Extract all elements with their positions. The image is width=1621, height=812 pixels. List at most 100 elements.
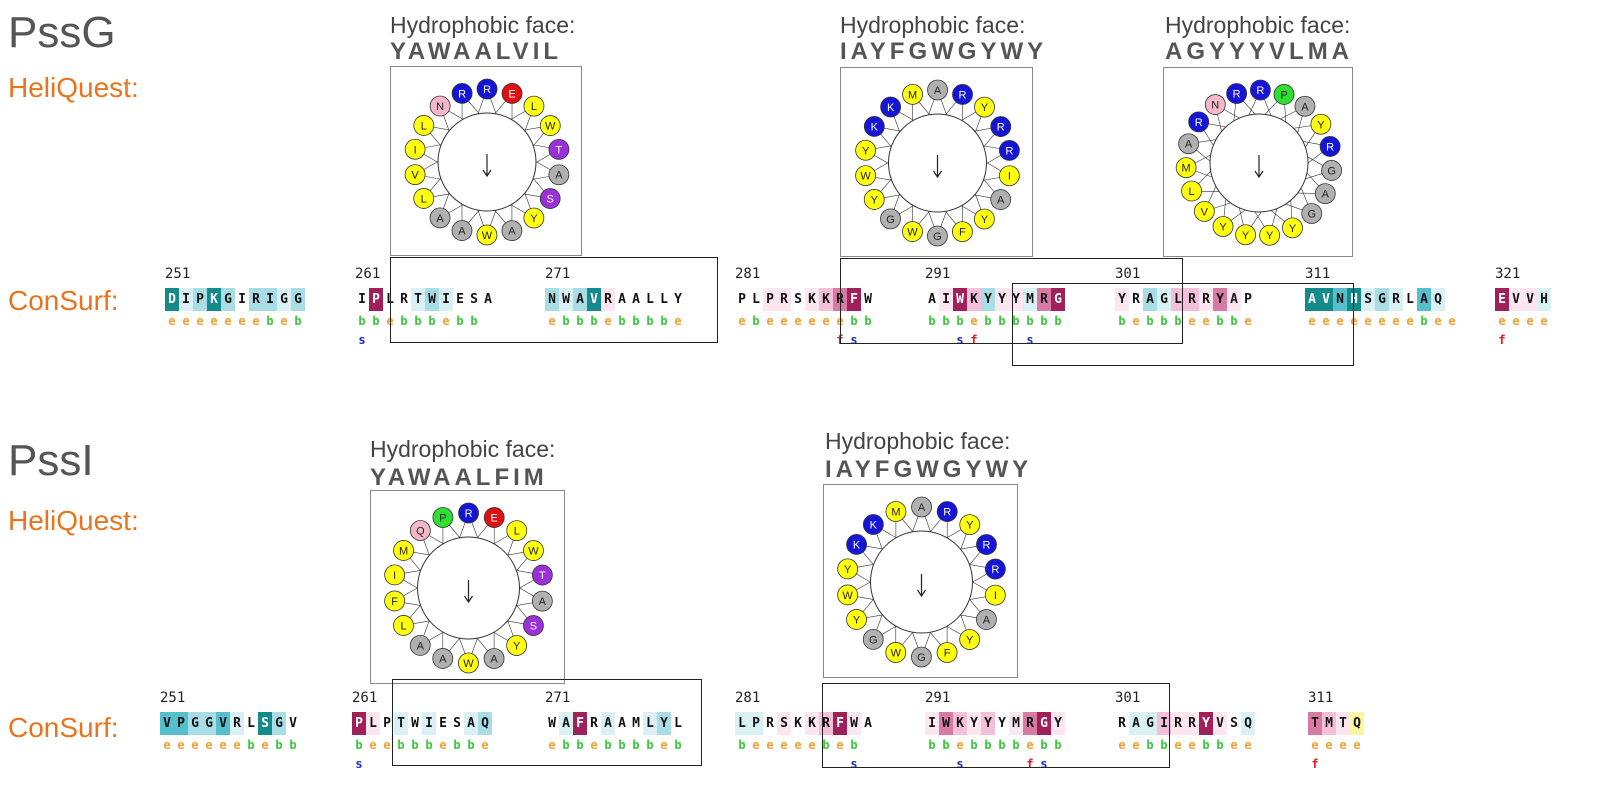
function-code [1199, 756, 1213, 773]
residue: R [1389, 288, 1403, 311]
residue: Y [1115, 288, 1129, 311]
function-code [763, 756, 777, 773]
function-code [235, 332, 249, 349]
residue: S [791, 288, 805, 311]
residue: G [202, 712, 216, 735]
wheel-residue: E [501, 83, 523, 104]
svg-text:Y: Y [1317, 119, 1325, 131]
exposure-code: b [470, 314, 478, 328]
residue: A [1129, 712, 1143, 735]
function-code [1403, 332, 1417, 349]
exposure-code: b [970, 738, 978, 752]
exposure-code: b [1146, 738, 1154, 752]
exposure-code: b [275, 738, 283, 752]
function-code [286, 756, 300, 773]
residue: Y [1051, 712, 1065, 735]
residue: G [1037, 712, 1051, 735]
wheel-residue: R [451, 82, 473, 104]
exposure-code: b [956, 314, 964, 328]
exposure-code: e [1118, 738, 1126, 752]
residue: R [1037, 288, 1051, 311]
function-code: f [970, 333, 978, 347]
residue: H [1537, 288, 1551, 311]
function-code [1185, 756, 1199, 773]
svg-text:E: E [508, 88, 515, 100]
wheel-residue: M [902, 83, 923, 105]
residue: I [939, 288, 953, 311]
residue: Y [1213, 288, 1227, 311]
wheel-residue: I [998, 165, 1020, 187]
wheel-residue: I [384, 564, 406, 586]
exposure-code: b [453, 738, 461, 752]
residue: R [1171, 712, 1185, 735]
wheel-residue: M [1175, 157, 1197, 179]
residue: F [573, 712, 587, 735]
svg-text:S: S [547, 194, 554, 206]
svg-text:A: A [439, 653, 447, 665]
exposure-code: b [864, 314, 872, 328]
residue: N [545, 288, 559, 311]
exposure-code: e [794, 738, 802, 752]
svg-text:A: A [1322, 189, 1330, 201]
residue: G [1143, 712, 1157, 735]
wheel-residue: I [984, 584, 1006, 606]
exposure-code: b [942, 738, 950, 752]
residue: R [763, 712, 777, 735]
residue: R [601, 288, 615, 311]
residue: A [1417, 288, 1431, 311]
wheel-residue: R [936, 501, 958, 522]
function-code [277, 332, 291, 349]
residue: A [464, 712, 478, 735]
function-code [735, 332, 749, 349]
helix-face-sequence: AGYYYVLMA [1165, 38, 1354, 65]
residue: Q [1350, 712, 1364, 735]
residue: Y [967, 712, 981, 735]
exposure-code: e [386, 314, 394, 328]
residue-number: 261 [355, 266, 381, 282]
function-code: f [1498, 333, 1506, 347]
wheel-residue: S [539, 188, 561, 209]
residue: L [657, 288, 671, 311]
wheel-residue: W [458, 652, 479, 674]
function-code [777, 332, 791, 349]
wheel-residue: E [483, 507, 505, 528]
exposure-code: e [383, 738, 391, 752]
svg-text:A: A [436, 213, 444, 225]
svg-text:Y: Y [862, 145, 870, 157]
wheel-residue: P [1273, 84, 1295, 105]
exposure-code: e [280, 314, 288, 328]
svg-text:L: L [531, 101, 537, 113]
exposure-code: e [1244, 314, 1252, 328]
residue: V [1523, 288, 1537, 311]
residue: G [272, 712, 286, 735]
svg-text:W: W [891, 647, 902, 659]
wheel-residue: W [476, 224, 498, 246]
function-code [1227, 756, 1241, 773]
exposure-code: e [1378, 314, 1386, 328]
svg-text:Y: Y [513, 640, 521, 652]
exposure-code: b [266, 314, 274, 328]
exposure-code: b [1054, 738, 1062, 752]
exposure-code: e [1325, 738, 1333, 752]
svg-text:W: W [907, 227, 918, 239]
function-code [791, 332, 805, 349]
wheel-residue: R [976, 534, 997, 555]
svg-text:F: F [391, 596, 398, 608]
residue: T [411, 288, 425, 311]
svg-text:G: G [917, 652, 926, 664]
residue: W [953, 288, 967, 311]
exposure-code: b [294, 314, 302, 328]
residue: S [777, 712, 791, 735]
function-code [1537, 332, 1551, 349]
wheel-residue: R [952, 84, 973, 105]
svg-text:M: M [908, 89, 917, 101]
